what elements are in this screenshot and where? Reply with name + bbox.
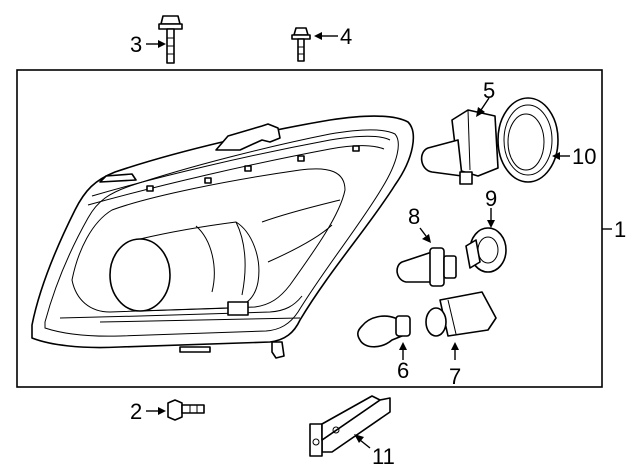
bulb-part-8[interactable] — [396, 247, 457, 287]
bulb-socket-part-5[interactable] — [420, 109, 499, 185]
callout-2: 2 — [130, 399, 142, 424]
callout-10: 10 — [572, 144, 596, 169]
bolt-part-3[interactable] — [158, 15, 183, 64]
headlamp-housing — [31, 115, 415, 359]
callout-4: 4 — [340, 24, 352, 49]
callout-7: 7 — [449, 364, 461, 389]
callout-6: 6 — [397, 358, 409, 383]
socket-part-9[interactable] — [465, 227, 507, 273]
bolt-part-4[interactable] — [291, 27, 311, 62]
bolt-part-2[interactable] — [167, 399, 205, 421]
callout-5: 5 — [483, 78, 495, 103]
callout-9: 9 — [485, 186, 497, 211]
bracket-part-11[interactable] — [309, 395, 391, 457]
callout-3: 3 — [130, 32, 142, 57]
callout-labels: 1 2 3 4 5 6 7 8 9 10 11 — [130, 24, 626, 469]
bulb-part-6[interactable] — [357, 315, 411, 348]
callout-8: 8 — [408, 204, 420, 229]
leader-lines — [146, 32, 612, 449]
callout-1: 1 — [614, 217, 626, 242]
cap-part-10[interactable] — [497, 97, 559, 183]
callout-11: 11 — [372, 444, 395, 469]
bulb-holder-part-7[interactable] — [425, 291, 497, 337]
